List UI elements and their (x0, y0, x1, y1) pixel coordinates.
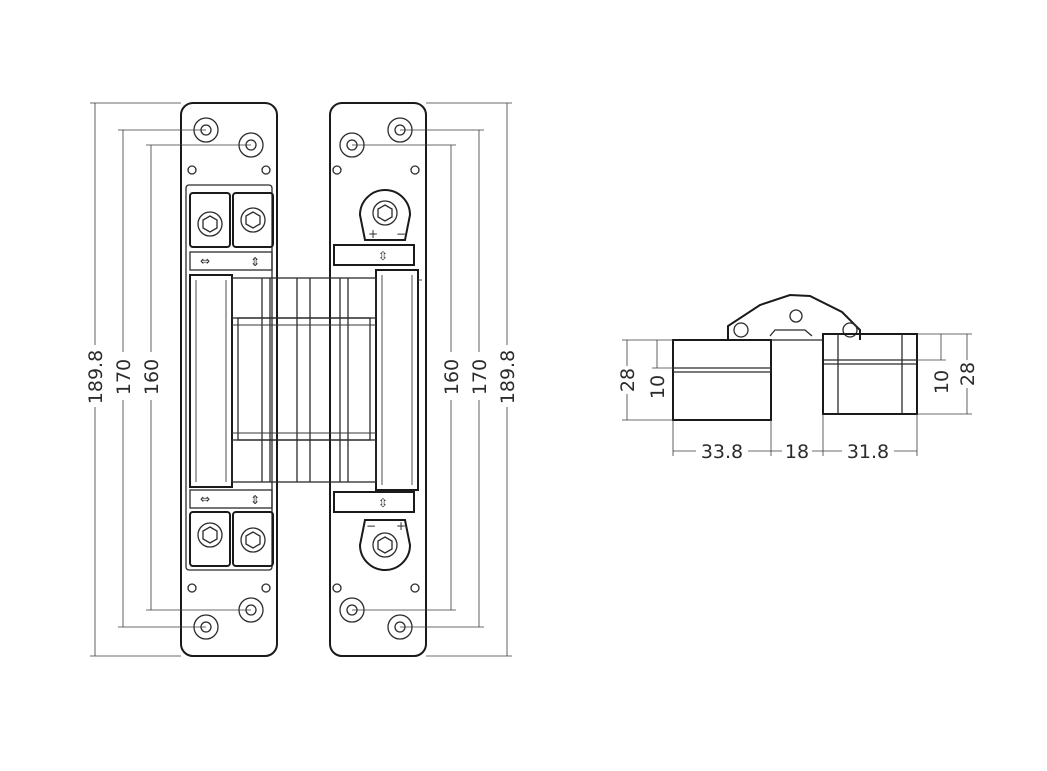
up-down-arrow-icon: ⇳ (378, 249, 388, 263)
vertical-arrow-icon: ⇕ (250, 493, 260, 507)
hex-adjust-screw (240, 207, 266, 233)
dim-label-width-18: 18 (785, 441, 809, 463)
hex-adjust-screw (372, 200, 398, 226)
left-leaf: ⇔ ⇕ ⇔ ⇕ (180, 102, 278, 657)
side-dims-horizontal: 33.8 18 31.8 (672, 414, 918, 463)
dimension-lines-left: 189.8 170 160 (84, 102, 251, 657)
dimension-lines-right: 160 170 189.8 (352, 102, 519, 657)
minus-icon: − (396, 227, 406, 241)
right-body-side (822, 333, 918, 415)
vertical-arrow-icon: ⇕ (250, 255, 260, 269)
front-view: ⇔ ⇕ ⇔ ⇕ (84, 102, 519, 657)
left-body-side (672, 339, 772, 421)
hinge-mechanism (231, 277, 377, 483)
dim-label-width-33-8: 33.8 (701, 441, 743, 463)
dim-label-hole-spacing-inner: 160 (141, 359, 163, 395)
dim-label-height-10: 10 (647, 375, 669, 399)
horizontal-arrow-icon: ⇔ (200, 492, 210, 506)
right-leaf: + − − + ⇳ ⇳ (329, 102, 427, 657)
side-dims-left: 28 10 (616, 339, 673, 421)
dim-label-hole-spacing-outer: 170 (469, 359, 491, 395)
hex-adjust-screw (240, 527, 266, 553)
dim-label-width-31-8: 31.8 (847, 441, 889, 463)
hex-adjust-screw (372, 532, 398, 558)
dim-label-height-total: 189.8 (497, 350, 519, 404)
plus-icon: + (368, 227, 378, 241)
dim-label-height-10: 10 (931, 370, 953, 394)
minus-icon: − (366, 519, 376, 533)
up-down-arrow-icon: ⇳ (378, 496, 388, 510)
hex-adjust-screw (197, 211, 223, 237)
side-dims-right: 10 28 (917, 333, 979, 415)
plus-icon: + (396, 519, 406, 533)
hex-adjust-screw (197, 522, 223, 548)
dim-label-height-28: 28 (617, 368, 639, 392)
dim-label-height-total: 189.8 (85, 350, 107, 404)
dim-label-height-28: 28 (957, 362, 979, 386)
dim-label-hole-spacing-outer: 170 (113, 359, 135, 395)
dim-label-hole-spacing-inner: 160 (441, 359, 463, 395)
side-view: 28 10 10 28 33.8 18 31.8 (616, 293, 979, 463)
horizontal-arrow-icon: ⇔ (200, 254, 210, 268)
